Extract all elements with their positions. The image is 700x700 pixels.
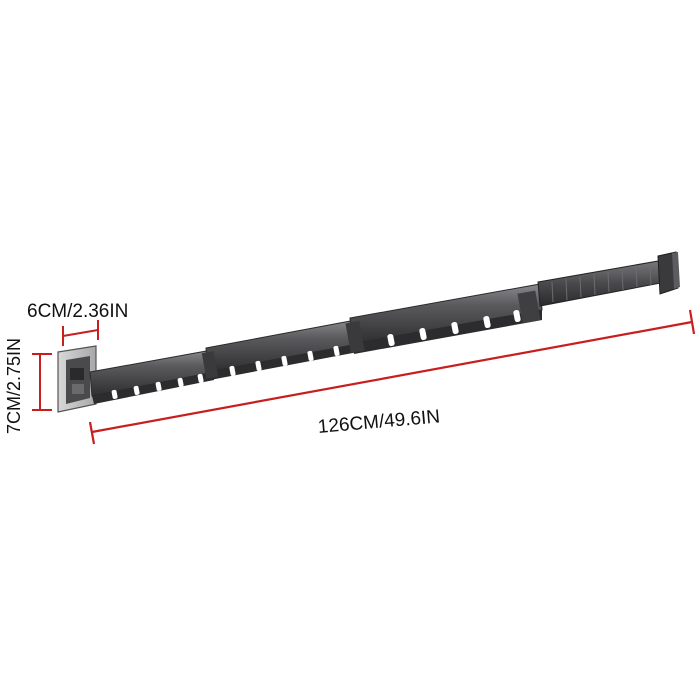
rail-segment-middle [201, 319, 359, 380]
height-dimension-line [32, 353, 52, 411]
extending-rod [537, 259, 667, 307]
rail-segment-base [89, 349, 215, 404]
rail-segment-front [345, 283, 543, 354]
wall-bracket [57, 345, 97, 413]
height-dimension-label: 7CM/2.75IN [4, 337, 24, 435]
width-dimension-line [62, 320, 99, 346]
width-dimension-label: 6CM/2.36IN [27, 301, 129, 322]
length-dimension-line [88, 309, 696, 445]
rod-end-cap [657, 251, 680, 295]
